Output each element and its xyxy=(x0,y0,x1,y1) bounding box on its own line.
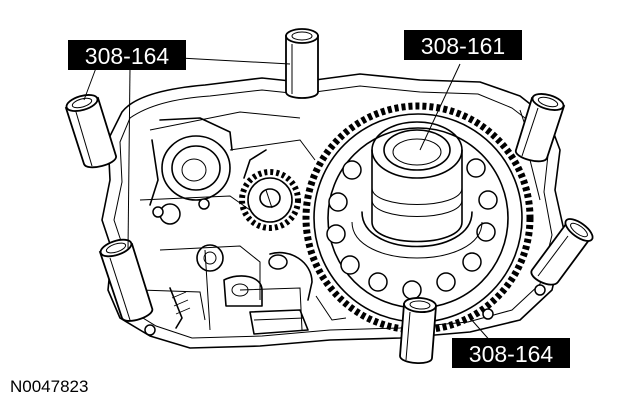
guide-pin-bottom-center xyxy=(399,297,437,364)
left-components xyxy=(149,117,263,329)
guide-pin-top-center xyxy=(285,28,319,99)
callout-top-left-label: 308-164 xyxy=(85,43,170,69)
pinion-gear xyxy=(239,149,301,231)
callout-top-left: 308-164 xyxy=(68,40,186,70)
center-hub-tool xyxy=(351,121,483,259)
figure-reference-number: N0047823 xyxy=(10,377,88,396)
guide-pin-top-right xyxy=(515,93,566,163)
callout-top-right: 308-161 xyxy=(404,30,522,60)
callout-top-right-label: 308-161 xyxy=(421,33,505,59)
guide-pin-mid-right xyxy=(530,218,594,286)
carrier-bolt-holes xyxy=(326,158,498,300)
guide-pin-top-left xyxy=(64,94,117,169)
callout-bottom-right: 308-164 xyxy=(452,338,570,368)
leader-lines xyxy=(83,57,501,353)
guide-pin-mid-left xyxy=(98,238,153,322)
callout-bottom-right-label: 308-164 xyxy=(469,341,554,367)
